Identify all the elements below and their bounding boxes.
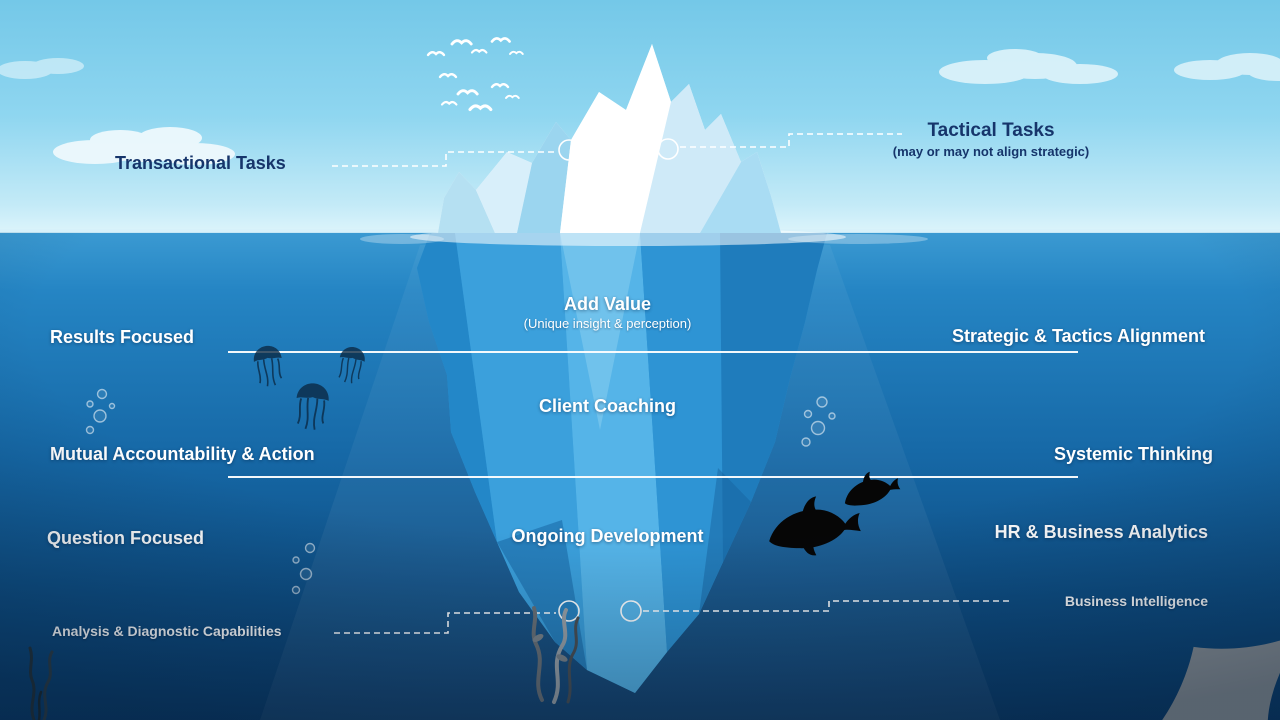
label-analysis-diagnostic: Analysis & Diagnostic Capabilities (52, 623, 282, 639)
label-ongoing-development-block: Ongoing Development (455, 526, 760, 547)
label-business-intelligence: Business Intelligence (1064, 593, 1208, 609)
label-transactional-tasks: Transactional Tasks (115, 153, 286, 173)
label-client-coaching: Client Coaching (538, 396, 676, 416)
manta-ray-icon (1143, 632, 1280, 720)
bubbles-icon (85, 388, 116, 435)
dolphin-icon (844, 471, 901, 506)
label-results-focused: Results Focused (50, 327, 195, 347)
connector-transactional (332, 151, 556, 167)
bubbles-icon (801, 396, 836, 447)
label-tactical-tasks: Tactical Tasks (927, 120, 1055, 141)
label-ongoing-development: Ongoing Development (511, 526, 704, 546)
label-client-coaching-block: Client Coaching (455, 396, 760, 417)
label-tactical-tasks-sub: (may or may not align strategic) (892, 144, 1090, 159)
iceberg-above-graphic (438, 44, 781, 233)
cloud-icon (53, 127, 235, 165)
label-add-value-block: Add Value (Unique insight & perception) (455, 294, 760, 331)
jellyfish-icon (338, 346, 365, 384)
connector-circle (558, 600, 580, 622)
seaweed-icon (28, 646, 54, 720)
waterline-foam (788, 234, 928, 244)
label-add-value: Add Value (563, 294, 652, 314)
jellyfish-icon (253, 345, 283, 387)
label-tactical-tasks-block: Tactical Tasks (may or may not align str… (860, 120, 1122, 159)
cloud-icon (0, 58, 84, 79)
jellyfish-icon (296, 383, 329, 430)
label-question-focused: Question Focused (47, 528, 205, 548)
label-mutual-accountability: Mutual Accountability & Action (50, 444, 315, 464)
label-systemic-thinking: Systemic Thinking (1053, 444, 1213, 464)
connector-circle (657, 138, 679, 160)
connector-business-intelligence (643, 600, 1013, 612)
bubbles-icon (291, 542, 316, 595)
label-strategic-alignment: Strategic & Tactics Alignment (951, 326, 1205, 346)
label-hr-business-analytics: HR & Business Analytics (994, 522, 1208, 542)
cloud-icon (939, 49, 1118, 84)
cloud-icon (1174, 53, 1280, 81)
iceberg-below-graphic (417, 233, 827, 693)
dolphin-icon (769, 496, 861, 556)
seaweed-icon (531, 606, 580, 704)
connector-circle (558, 139, 580, 161)
connector-circle (620, 600, 642, 622)
waterline-foam (360, 234, 444, 244)
connector-analysis (334, 612, 556, 634)
birds-icon (426, 37, 524, 112)
label-add-value-sub: (Unique insight & perception) (523, 316, 692, 331)
connector-tactical (680, 133, 902, 148)
